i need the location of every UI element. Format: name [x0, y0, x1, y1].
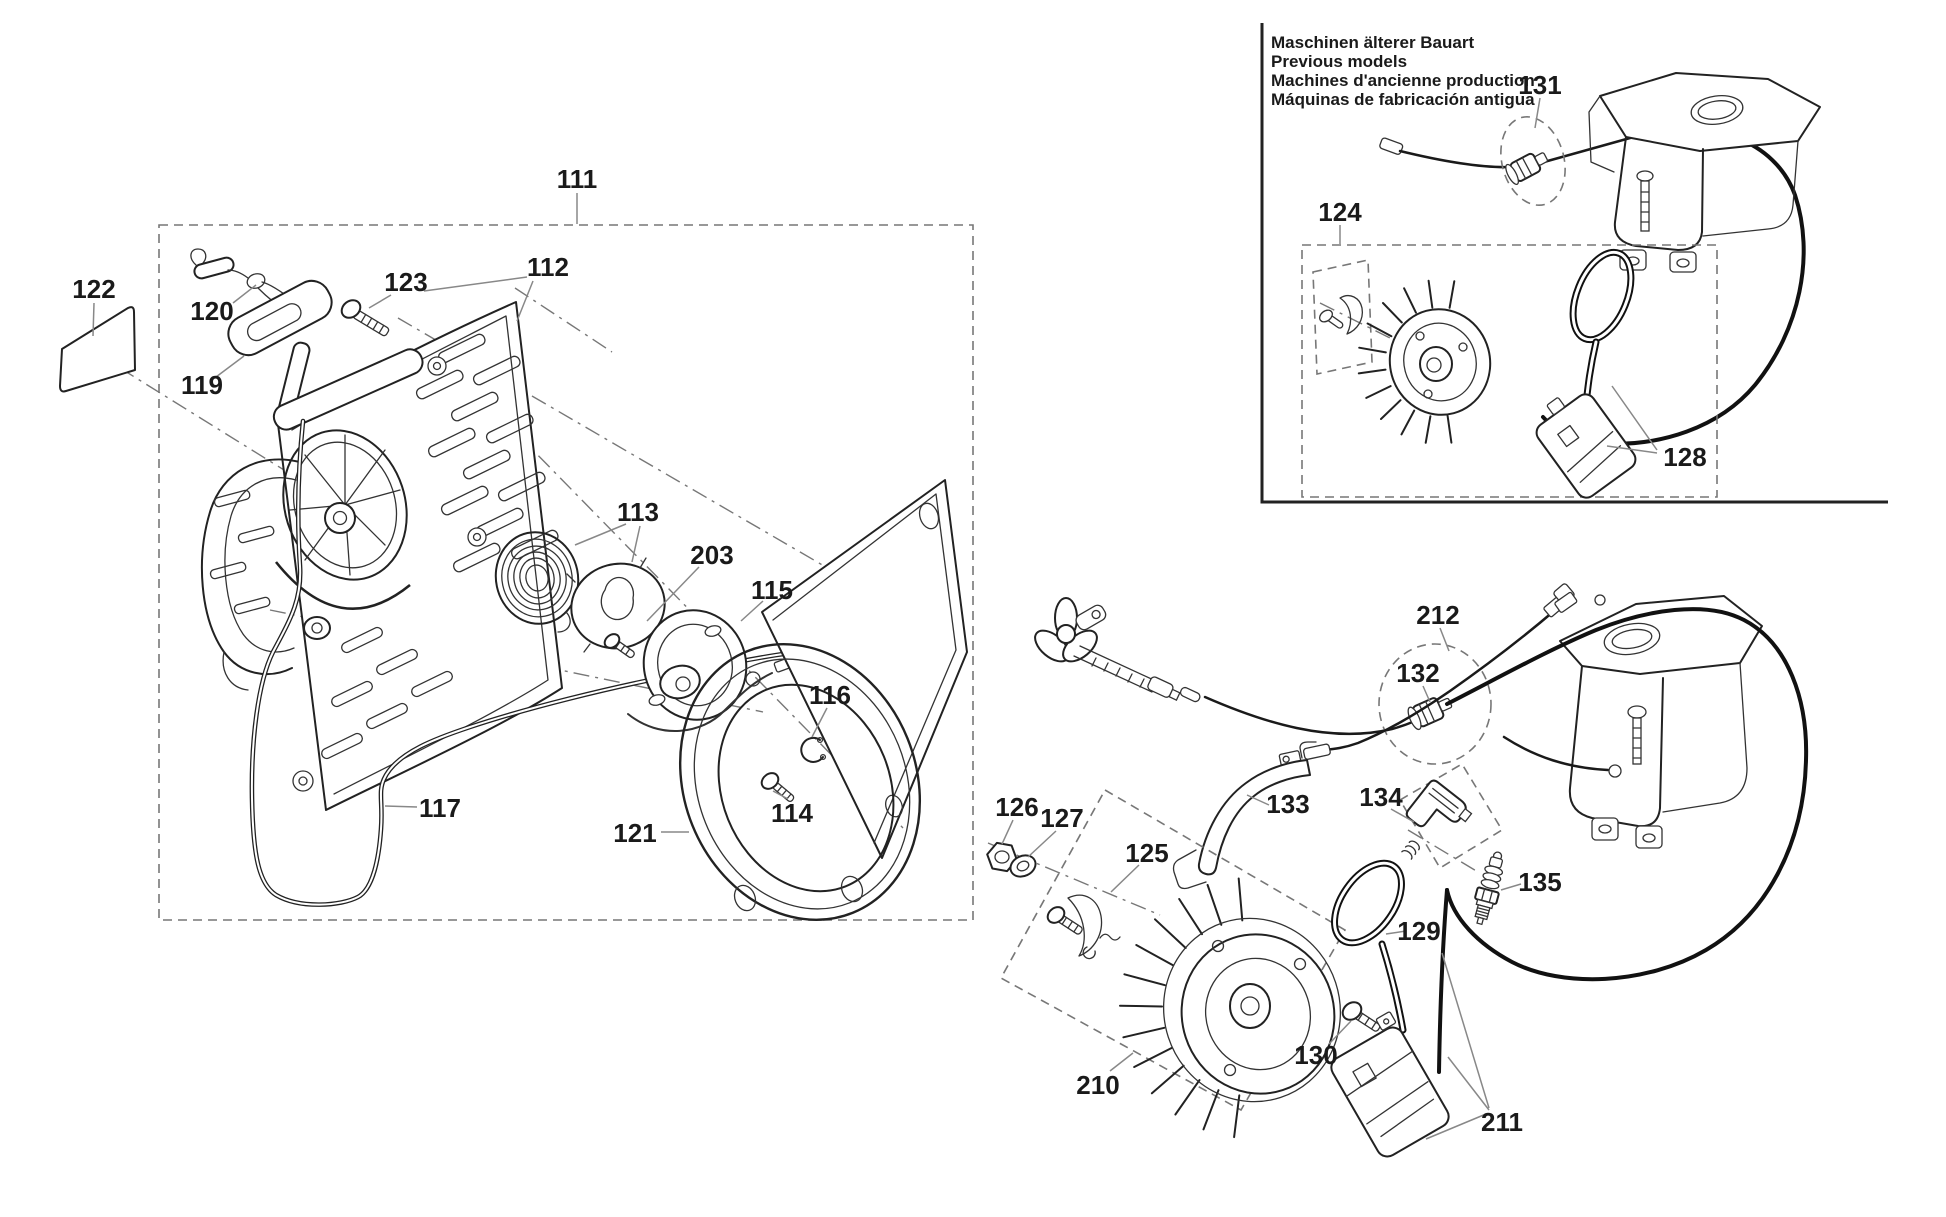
ignition-assembly-group: 212 132 133 134 126 127 125 129 130 210 … [986, 583, 1809, 1158]
leader-lines [92, 193, 828, 833]
part-label-120: 120 [190, 296, 233, 326]
note-box-border [1260, 23, 1888, 504]
rope-wrap [274, 561, 411, 610]
part-label-212: 212 [1416, 600, 1459, 630]
flywheel-old-drawing [1357, 279, 1492, 444]
note-line-es: Máquinas de fabricación antigua [1271, 90, 1535, 109]
part-label-135: 135 [1518, 867, 1561, 897]
cable-adjuster-132 [1407, 697, 1453, 731]
nut-126 [986, 841, 1018, 873]
note-line-fr: Machines d'ancienne production [1271, 71, 1535, 90]
washer-127 [1009, 854, 1037, 878]
flywheel-drawing [1119, 877, 1342, 1139]
engine-shroud-drawing [1502, 591, 1763, 849]
part-label-129: 129 [1397, 916, 1440, 946]
assembly-box-124 [1301, 244, 1718, 498]
part-label-113: 113 [617, 497, 659, 527]
axis-line [987, 842, 1161, 916]
axis-line [1407, 829, 1479, 873]
axis-line [1319, 302, 1449, 368]
spark-plug-drawing [1474, 851, 1504, 926]
starter-rope-drawing [249, 418, 793, 907]
pawl-box-124 [1312, 259, 1373, 375]
part-label-131: 131 [1518, 70, 1561, 100]
boot-box-134 [1398, 762, 1504, 870]
ignition-set-124-group [1301, 244, 1718, 499]
part-label-127: 127 [1040, 803, 1083, 833]
part-label-115: 115 [751, 575, 793, 605]
part-label-203: 203 [690, 540, 733, 570]
ignition-module-drawing [1330, 1011, 1450, 1158]
part-label-112: 112 [527, 252, 569, 282]
screw-130 [1341, 1001, 1381, 1032]
part-label-111: 111 [557, 164, 598, 194]
engine-shroud-old-drawing [1588, 72, 1821, 273]
screw-203 [603, 633, 635, 659]
screw-123 [340, 299, 390, 337]
part-label-122: 122 [72, 274, 115, 304]
previous-models-group: Maschinen älterer Bauart Previous models… [1260, 23, 1888, 504]
starter-cover-drawing [678, 643, 922, 921]
vent-slots [321, 333, 559, 760]
pawl-kit-125 [1046, 894, 1121, 960]
part-label-211: 211 [1481, 1107, 1523, 1137]
part-label-133: 133 [1266, 789, 1309, 819]
part-label-128: 128 [1663, 442, 1706, 472]
note-line-en: Previous models [1271, 52, 1407, 71]
highlight-circle-212 [1378, 643, 1492, 765]
assembly-box-111 [158, 224, 974, 921]
short-circuit-loop-129 [1331, 859, 1407, 1034]
highlight-circle-131 [1500, 115, 1566, 207]
leader-lines [1339, 97, 1658, 454]
boot-spring [1401, 840, 1420, 860]
fan-spokes [289, 434, 401, 576]
spark-plug-boot-drawing [1405, 779, 1473, 828]
rewind-spring-drawing [494, 531, 580, 633]
circlip-116 [800, 736, 827, 763]
part-label-125: 125 [1125, 838, 1168, 868]
part-label-134: 134 [1359, 782, 1403, 812]
note-line-de: Maschinen älterer Bauart [1271, 33, 1474, 52]
spring-cover-disc [566, 557, 671, 653]
part-label-117: 117 [419, 793, 461, 823]
part-label-124: 124 [1318, 197, 1362, 227]
part-label-116: 116 [809, 680, 851, 710]
axis-line [429, 344, 906, 831]
part-label-126: 126 [995, 792, 1038, 822]
starter-assembly-group: 111 112 113 114 115 116 117 119 120 121 … [59, 164, 974, 921]
ignition-cable-drawing [1437, 607, 1809, 1074]
part-label-119: 119 [181, 370, 223, 400]
leader-lines [1001, 627, 1522, 1140]
axis-line [514, 287, 613, 353]
bracket-133-drawing [1172, 741, 1317, 890]
part-label-114: 114 [771, 798, 813, 828]
assembly-box-210 [999, 788, 1347, 1112]
label-plate-122 [59, 306, 136, 393]
ignition-module-old-drawing [1535, 393, 1637, 499]
choke-knob-drawing [1034, 597, 1201, 703]
part-label-123: 123 [384, 267, 427, 297]
screw-114 [760, 772, 795, 803]
part-label-121: 121 [613, 818, 656, 848]
rope-rotor-drawing [627, 609, 793, 733]
part-label-210: 210 [1076, 1070, 1119, 1100]
part-label-130: 130 [1294, 1040, 1337, 1070]
part-label-132: 132 [1396, 658, 1439, 688]
